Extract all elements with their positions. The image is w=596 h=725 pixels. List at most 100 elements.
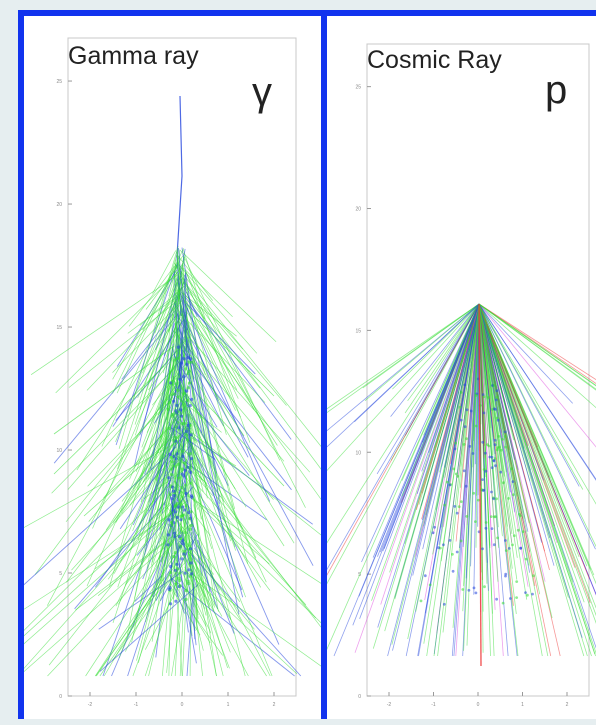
x-tick-label: 1 [521, 702, 524, 708]
shower-hit [525, 558, 528, 561]
core-hit [186, 399, 189, 402]
shower-hit [465, 515, 468, 518]
core-hit [169, 543, 172, 546]
shower-hit [456, 475, 459, 478]
shower-hit [454, 448, 457, 451]
shower-hit [458, 505, 461, 508]
y-tick-label: 5 [59, 571, 62, 577]
shower-hit [491, 384, 494, 387]
shower-hit [496, 537, 499, 540]
shower-hit [515, 580, 518, 583]
shower-hit [449, 484, 452, 487]
core-hit [177, 426, 180, 429]
shower-hit [522, 530, 525, 533]
core-hit [169, 602, 172, 605]
y-tick-label: 25 [355, 85, 361, 91]
core-hit [176, 389, 179, 392]
core-hit [181, 514, 184, 517]
core-hit [188, 517, 191, 520]
core-hit [182, 474, 185, 477]
shower-hit [452, 570, 455, 573]
shower-hit [420, 600, 423, 603]
core-hit [171, 415, 174, 418]
shower-hit [451, 553, 454, 556]
shower-hit [494, 443, 497, 446]
shower-hit [526, 594, 529, 597]
core-hit [183, 508, 186, 511]
gamma-ray-title: Gamma ray [68, 42, 199, 71]
core-hit [189, 547, 192, 550]
shower-hit [477, 499, 480, 502]
shower-hit [483, 395, 486, 398]
shower-hit [452, 468, 455, 471]
core-hit [177, 395, 180, 398]
core-hit [173, 535, 176, 538]
core-hit [171, 464, 174, 467]
shower-hit [481, 478, 484, 481]
shower-hit [499, 471, 502, 474]
core-hit [175, 452, 178, 455]
core-hit [177, 476, 180, 479]
core-hit [175, 411, 178, 414]
core-hit [175, 404, 178, 407]
shower-hit [502, 481, 505, 484]
core-hit [179, 518, 182, 521]
core-hit [190, 524, 193, 527]
shower-hit [519, 547, 522, 550]
core-hit [171, 460, 174, 463]
x-tick-label: -2 [88, 702, 93, 708]
core-hit [182, 542, 185, 545]
shower-hit [481, 441, 484, 444]
shower-hit [461, 588, 464, 591]
core-hit [184, 469, 187, 472]
x-tick-label: -1 [134, 702, 139, 708]
core-hit [169, 453, 172, 456]
core-hit [189, 482, 192, 485]
shower-hit [496, 417, 499, 420]
core-hit [172, 555, 175, 558]
core-hit [172, 439, 175, 442]
core-hit [181, 468, 184, 471]
y-tick-label: 10 [355, 450, 361, 456]
core-hit [168, 427, 171, 430]
core-hit [189, 510, 192, 513]
shower-hit [501, 438, 504, 441]
shower-hit [509, 597, 512, 600]
core-hit [174, 465, 177, 468]
shower-hit [490, 491, 493, 494]
shower-hit [463, 469, 466, 472]
shower-hit [495, 399, 498, 402]
shower-hit [492, 497, 495, 500]
core-hit [186, 424, 189, 427]
y-tick-label: 25 [56, 79, 62, 85]
core-hit [182, 375, 185, 378]
core-hit [174, 569, 177, 572]
core-hit [187, 356, 190, 359]
x-tick-label: 0 [477, 702, 480, 708]
core-hit [172, 380, 175, 383]
shower-hit [498, 446, 501, 449]
shower-hit [494, 464, 497, 467]
core-hit [183, 550, 186, 553]
core-hit [170, 521, 173, 524]
core-hit [173, 393, 176, 396]
core-hit [174, 600, 177, 603]
shower-hit [493, 543, 496, 546]
core-hit [184, 367, 187, 370]
core-hit [175, 382, 178, 385]
core-hit [178, 378, 181, 381]
core-hit [181, 450, 184, 453]
shower-hit [460, 419, 463, 422]
shower-hit [475, 394, 478, 397]
shower-hit [485, 470, 488, 473]
core-hit [187, 582, 190, 585]
core-hit [176, 357, 179, 360]
particle-track [395, 304, 479, 599]
core-hit [185, 492, 188, 495]
shower-hit [481, 547, 484, 550]
shower-hit [475, 425, 478, 428]
core-hit [174, 551, 177, 554]
